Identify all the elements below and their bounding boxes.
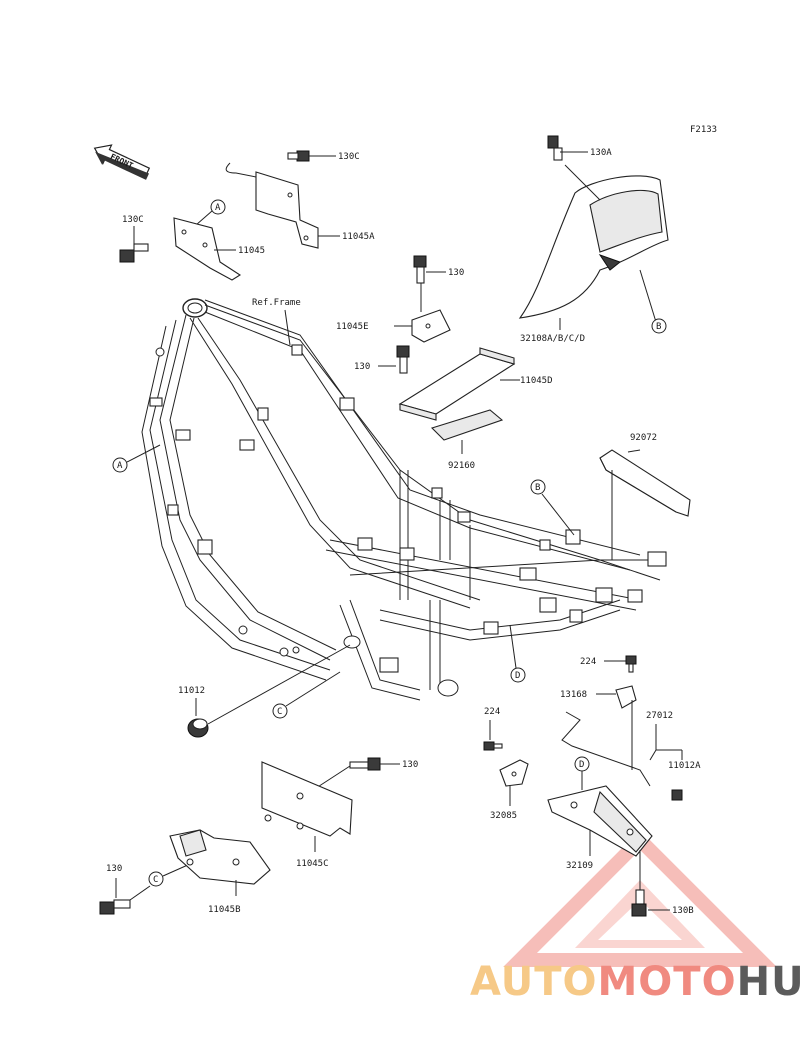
- svg-text:27012: 27012: [646, 711, 673, 721]
- bracket-32109: D 32109: [547, 756, 653, 871]
- svg-text:130: 130: [402, 760, 418, 770]
- watermark-hub: HUB: [736, 959, 800, 1005]
- callout-b-frame: B: [530, 479, 575, 536]
- svg-text:A: A: [215, 203, 221, 213]
- svg-text:130B: 130B: [672, 906, 694, 916]
- bolt-224-right: 224: [580, 655, 637, 673]
- svg-text:11045B: 11045B: [208, 905, 241, 915]
- strap-92072: 92072: [599, 433, 691, 517]
- svg-text:130: 130: [354, 362, 370, 372]
- svg-text:D: D: [579, 760, 584, 770]
- svg-text:D: D: [515, 671, 520, 681]
- tray-11045d: 11045D: [398, 347, 553, 421]
- bracket-11045: 11045: [173, 217, 265, 281]
- watermark-logo: AUTOMOTOHUB: [470, 960, 800, 1004]
- callout-a-left: A: [112, 444, 161, 473]
- bracket-11045e: 11045E: [336, 283, 451, 343]
- plate-11045c: 11045C: [261, 761, 353, 869]
- svg-text:11045A: 11045A: [342, 232, 375, 242]
- svg-text:32085: 32085: [490, 811, 517, 821]
- ref-frame-label: Ref.Frame: [252, 298, 301, 308]
- svg-text:B: B: [656, 322, 661, 332]
- svg-text:A: A: [117, 461, 123, 471]
- svg-text:11045D: 11045D: [520, 376, 553, 386]
- pad-92160: 92160: [430, 409, 504, 471]
- bolt-130-low: 130: [309, 757, 418, 793]
- svg-text:32109: 32109: [566, 861, 593, 871]
- bracket-11045b: 11045B: [169, 829, 271, 915]
- svg-text:11012: 11012: [178, 686, 205, 696]
- svg-text:92160: 92160: [448, 461, 475, 471]
- svg-text:11045C: 11045C: [296, 859, 329, 869]
- bolt-130-left: 130: [354, 345, 410, 374]
- svg-text:C: C: [153, 875, 158, 885]
- grommet-11012: 11012: [178, 644, 351, 738]
- svg-text:224: 224: [580, 657, 596, 667]
- svg-text:130C: 130C: [122, 215, 144, 225]
- bolt-224-mid: 224: [483, 707, 503, 751]
- svg-text:92072: 92072: [630, 433, 657, 443]
- bracket-32085: 32085: [490, 759, 529, 821]
- svg-text:32108A/B/C/D: 32108A/B/C/D: [520, 334, 585, 344]
- bolt-130-bottom: 130: [99, 864, 131, 915]
- svg-text:13168: 13168: [560, 690, 587, 700]
- clip-13168: 13168: [560, 685, 637, 709]
- watermark-moto: MOTO: [597, 959, 737, 1005]
- callout-a-top: A: [195, 199, 226, 226]
- bracket-11045a: 11045A: [225, 162, 375, 249]
- front-arrow-icon: FRONT: [93, 144, 151, 180]
- svg-text:C: C: [277, 707, 282, 717]
- side-cover-32108: B 32108A/B/C/D: [518, 164, 669, 344]
- bolt-130c-left: 130C: [119, 215, 149, 263]
- motorcycle-frame: [141, 298, 667, 701]
- bolt-130-mid: 130: [413, 255, 464, 284]
- svg-text:11045: 11045: [238, 246, 265, 256]
- svg-text:130: 130: [448, 268, 464, 278]
- svg-text:130C: 130C: [338, 152, 360, 162]
- bolt-130a: 130A: [547, 135, 612, 161]
- svg-text:130A: 130A: [590, 148, 612, 158]
- bolt-130b: 130B: [631, 850, 694, 917]
- callout-d-frame: D: [509, 624, 526, 683]
- callout-c-frame: C: [272, 671, 341, 719]
- callout-c-bottom: C: [129, 863, 191, 901]
- figure-id: F2133: [690, 125, 717, 135]
- svg-text:11012A: 11012A: [668, 761, 701, 771]
- watermark-auto: AUTO: [470, 959, 598, 1005]
- svg-text:224: 224: [484, 707, 500, 717]
- svg-text:B: B: [535, 483, 540, 493]
- svg-text:130: 130: [106, 864, 122, 874]
- svg-text:11045E: 11045E: [336, 322, 369, 332]
- bolt-130c-top: 130C: [287, 150, 360, 162]
- rod-27012: 27012 11012A: [561, 700, 701, 801]
